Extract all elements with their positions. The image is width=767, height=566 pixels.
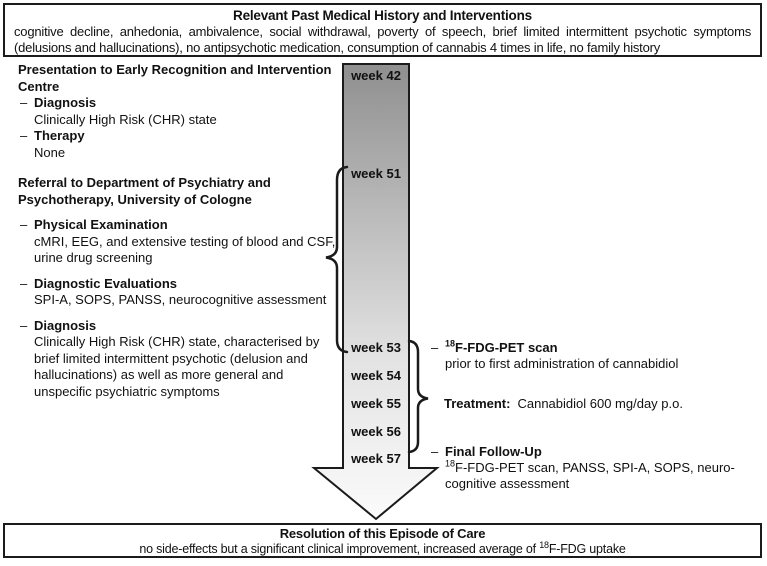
- dash-bullet: –: [431, 340, 439, 355]
- physical-examination-label: Physical Examination: [34, 217, 168, 232]
- diagnostic-evaluations-detail: SPI-A, SOPS, PANSS, neurocognitive asses…: [34, 292, 327, 307]
- therapy-label: Therapy: [34, 128, 85, 143]
- list-item-diagnosis-1: – Diagnosis Clinically High Risk (CHR) s…: [14, 95, 338, 128]
- list-item-diagnosis-2: – Diagnosis Clinically High Risk (CHR) s…: [14, 318, 338, 401]
- final-follow-up-title: Final Follow-Up: [445, 444, 542, 459]
- week-label-53: week 53: [351, 340, 401, 355]
- past-medical-history-title: Relevant Past Medical History and Interv…: [233, 8, 532, 23]
- final-follow-up-annotation: – Final Follow-Up 18F-FDG-PET scan, PANS…: [431, 444, 736, 492]
- dash-bullet: –: [431, 444, 439, 459]
- list-item-physical-examination: – Physical Examination cMRI, EEG, and ex…: [14, 217, 338, 267]
- dash-bullet: –: [20, 128, 28, 143]
- dash-bullet: –: [20, 317, 28, 333]
- past-medical-history-box: Relevant Past Medical History and Interv…: [3, 3, 762, 57]
- diagnosis2-label: Diagnosis: [34, 317, 97, 333]
- week-label-54: week 54: [351, 368, 401, 383]
- superscript-18: 18: [445, 458, 456, 469]
- pet-scan-detail: prior to first administration of cannabi…: [445, 356, 679, 371]
- dash-bullet: –: [20, 95, 28, 110]
- resolution-title: Resolution of this Episode of Care: [279, 526, 486, 541]
- physical-examination-detail: cMRI, EEG, and extensive testing of bloo…: [34, 233, 336, 266]
- treatment-annotation: Treatment: Cannabidiol 600 mg/day p.o.: [444, 396, 764, 412]
- week-label-56: week 56: [351, 424, 401, 439]
- list-item-diagnostic-evaluations: – Diagnostic Evaluations SPI-A, SOPS, PA…: [14, 276, 338, 309]
- right-brace: [407, 339, 429, 454]
- pet-scan-annotation: – 18F-FDG-PET scan prior to first admini…: [431, 338, 761, 372]
- left-column: Presentation to Early Recognition and In…: [14, 62, 338, 400]
- treatment-label: Treatment:: [444, 396, 511, 411]
- past-medical-history-body: cognitive decline, anhedonia, ambivalenc…: [14, 24, 751, 55]
- week-label-42: week 42: [351, 68, 401, 83]
- superscript-18: 18: [445, 338, 456, 349]
- diagnosis-label: Diagnosis: [34, 95, 97, 110]
- treatment-detail: Cannabidiol 600 mg/day p.o.: [517, 396, 683, 411]
- superscript-18: 18: [539, 539, 549, 550]
- diagnosis-detail: Clinically High Risk (CHR) state: [34, 111, 217, 127]
- referral-section-title: Referral to Department of Psychiatry and…: [18, 175, 271, 207]
- week-label-57: week 57: [351, 451, 401, 466]
- final-follow-up-detail: 18F-FDG-PET scan, PANSS, SPI-A, SOPS, ne…: [445, 458, 735, 491]
- list-item-therapy: – Therapy None: [14, 128, 338, 161]
- dash-bullet: –: [20, 217, 28, 232]
- resolution-body: no side-effects but a significant clinic…: [139, 539, 626, 556]
- left-brace: [325, 165, 349, 354]
- dash-bullet: –: [20, 275, 28, 291]
- week-label-51: week 51: [351, 166, 401, 181]
- therapy-detail: None: [34, 144, 66, 160]
- diagnostic-evaluations-label: Diagnostic Evaluations: [34, 275, 178, 291]
- diagnosis2-detail: Clinically High Risk (CHR) state, charac…: [34, 334, 320, 399]
- presentation-section-title: Presentation to Early Recognition and In…: [18, 62, 332, 94]
- week-label-55: week 55: [351, 396, 401, 411]
- resolution-box: Resolution of this Episode of Care no si…: [3, 523, 762, 558]
- timeline-arrow: [311, 63, 440, 521]
- pet-scan-title: 18F-FDG-PET scan: [445, 338, 558, 355]
